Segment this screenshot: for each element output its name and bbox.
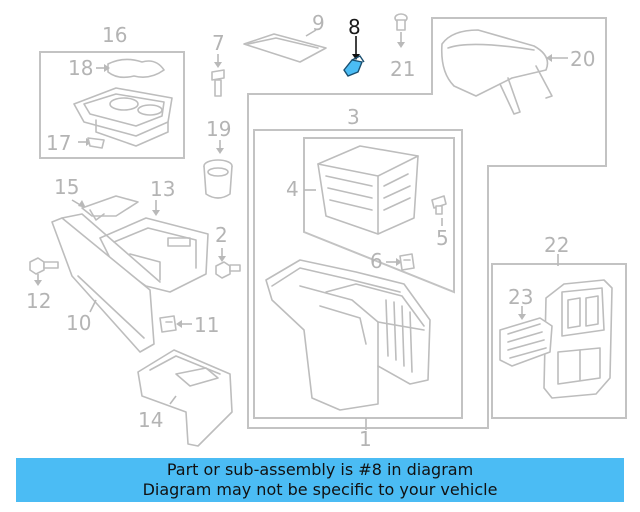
part-14-bracket <box>137 349 233 447</box>
callout-box-22 <box>491 263 627 419</box>
callout-label-6: 6 <box>370 249 383 273</box>
caption-line-2: Diagram may not be specific to your vehi… <box>142 480 498 499</box>
part-20-armrest <box>440 29 568 115</box>
part-22-vent-panel <box>543 254 613 399</box>
part-16-bezel <box>73 58 173 149</box>
part-10-side-panel <box>51 213 161 353</box>
part-23-vent <box>499 306 553 367</box>
part-8-clip <box>343 55 365 77</box>
callout-label-23: 23 <box>508 285 533 309</box>
callout-label-21: 21 <box>390 57 415 81</box>
callout-label-20: 20 <box>570 47 595 71</box>
caption-banner: Part or sub-assembly is #8 in diagram Di… <box>16 458 624 502</box>
callout-label-2: 2 <box>215 223 228 247</box>
callout-label-15: 15 <box>54 175 79 199</box>
assembly-outline <box>247 17 607 429</box>
callout-label-17: 17 <box>46 131 71 155</box>
callout-label-3: 3 <box>347 105 360 129</box>
part-12-screw <box>29 257 59 286</box>
callout-label-1: 1 <box>359 427 372 451</box>
caption-line-1: Part or sub-assembly is #8 in diagram <box>166 460 474 479</box>
part-9-mat <box>243 33 327 63</box>
callout-box-1 <box>253 129 463 419</box>
part-1-console <box>265 259 431 430</box>
callout-label-5: 5 <box>436 226 449 250</box>
part-15-bracket <box>71 195 139 221</box>
part-7-bolt <box>211 54 225 97</box>
part-11-clip <box>159 315 192 333</box>
callout-label-16: 16 <box>102 23 127 47</box>
callout-label-14: 14 <box>138 408 163 432</box>
part-13-bracket <box>99 200 209 293</box>
part-3-bin <box>304 145 419 235</box>
callout-label-13: 13 <box>150 177 175 201</box>
callout-label-11: 11 <box>194 313 219 337</box>
part-2-screw <box>215 248 241 279</box>
part-19-cup <box>203 140 233 199</box>
callout-label-19: 19 <box>206 117 231 141</box>
callout-label-22: 22 <box>544 233 569 257</box>
callout-label-18: 18 <box>68 56 93 80</box>
callout-box-3 <box>303 137 455 294</box>
callout-label-4: 4 <box>286 177 299 201</box>
callout-label-10: 10 <box>66 311 91 335</box>
part-6-clip <box>386 253 415 271</box>
part-21-screw <box>394 13 408 48</box>
callout-label-9: 9 <box>312 11 325 35</box>
callout-label-8-highlighted[interactable]: 8 <box>348 15 361 39</box>
callout-box-16 <box>39 51 185 159</box>
callout-label-7: 7 <box>212 31 225 55</box>
callout-label-12: 12 <box>26 289 51 313</box>
part-5-clip <box>431 195 447 226</box>
